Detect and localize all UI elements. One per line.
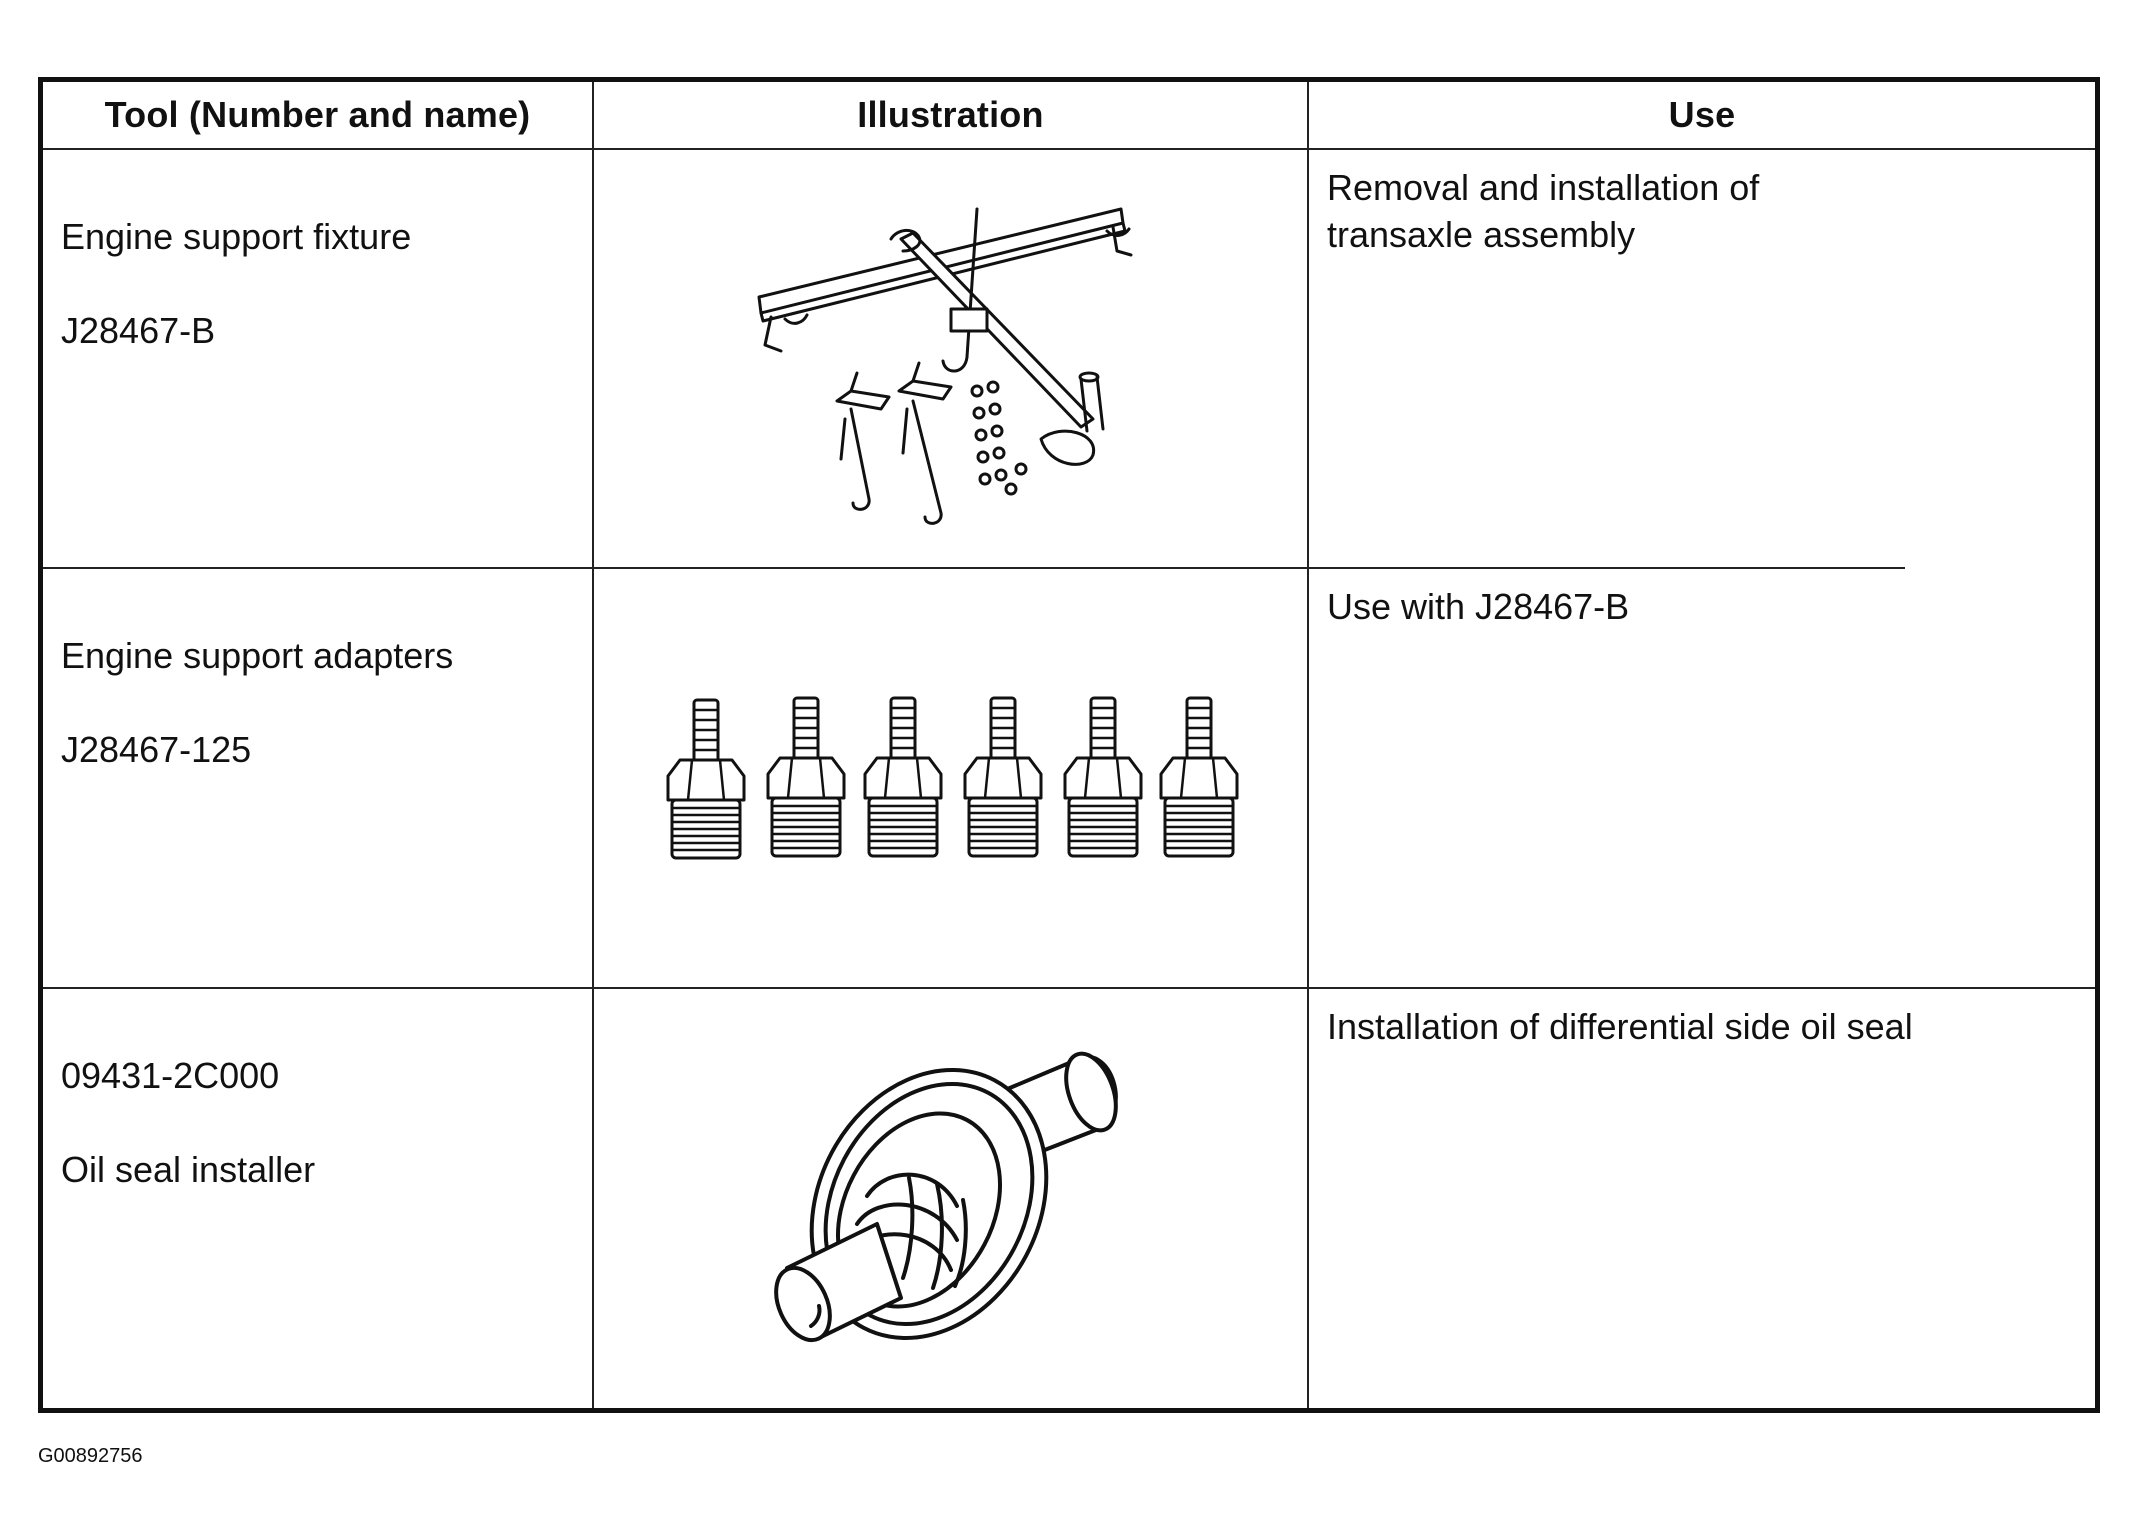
table-row-2-illustration [594, 569, 1309, 989]
tool-number: 09431-2C000 [61, 1054, 280, 1096]
table-row-3-use: Installation of differential side oil se… [1327, 1005, 1913, 1047]
tool-name: Engine support adapters [61, 635, 454, 677]
table-row-1-illustration [594, 150, 1309, 570]
tool-number: J28467-B [61, 310, 216, 351]
header-use: Use [1309, 82, 2095, 150]
figure-id: G00892756 [38, 1445, 143, 1467]
header-illustration: Illustration [594, 82, 1309, 150]
engine-support-adapters-icon [666, 696, 1238, 860]
tool-name: Engine support fixture [61, 216, 412, 257]
header-tool: Tool (Number and name) [43, 82, 594, 150]
table-row-1-use: Removal and installation of transaxle as… [1309, 150, 1905, 570]
oil-seal-installer-icon [773, 1051, 1118, 1343]
tool-name: Oil seal installer [61, 1148, 316, 1190]
table-row-3-tool: 09431-2C000 Oil seal installer [43, 988, 594, 1408]
special-tools-table: Tool (Number and name) Illustration Use … [38, 77, 2100, 1413]
engine-support-fixture-icon [757, 207, 1132, 525]
tool-number: J28467-125 [61, 729, 252, 771]
table-row-2-use: Use with J28467-B [1309, 569, 2095, 989]
table-row-3-illustration [594, 988, 1309, 1408]
table-row-2-tool: Engine support adapters J28467-125 [43, 569, 594, 989]
table-row-1-tool: Engine support fixture J28467-B [43, 150, 594, 570]
